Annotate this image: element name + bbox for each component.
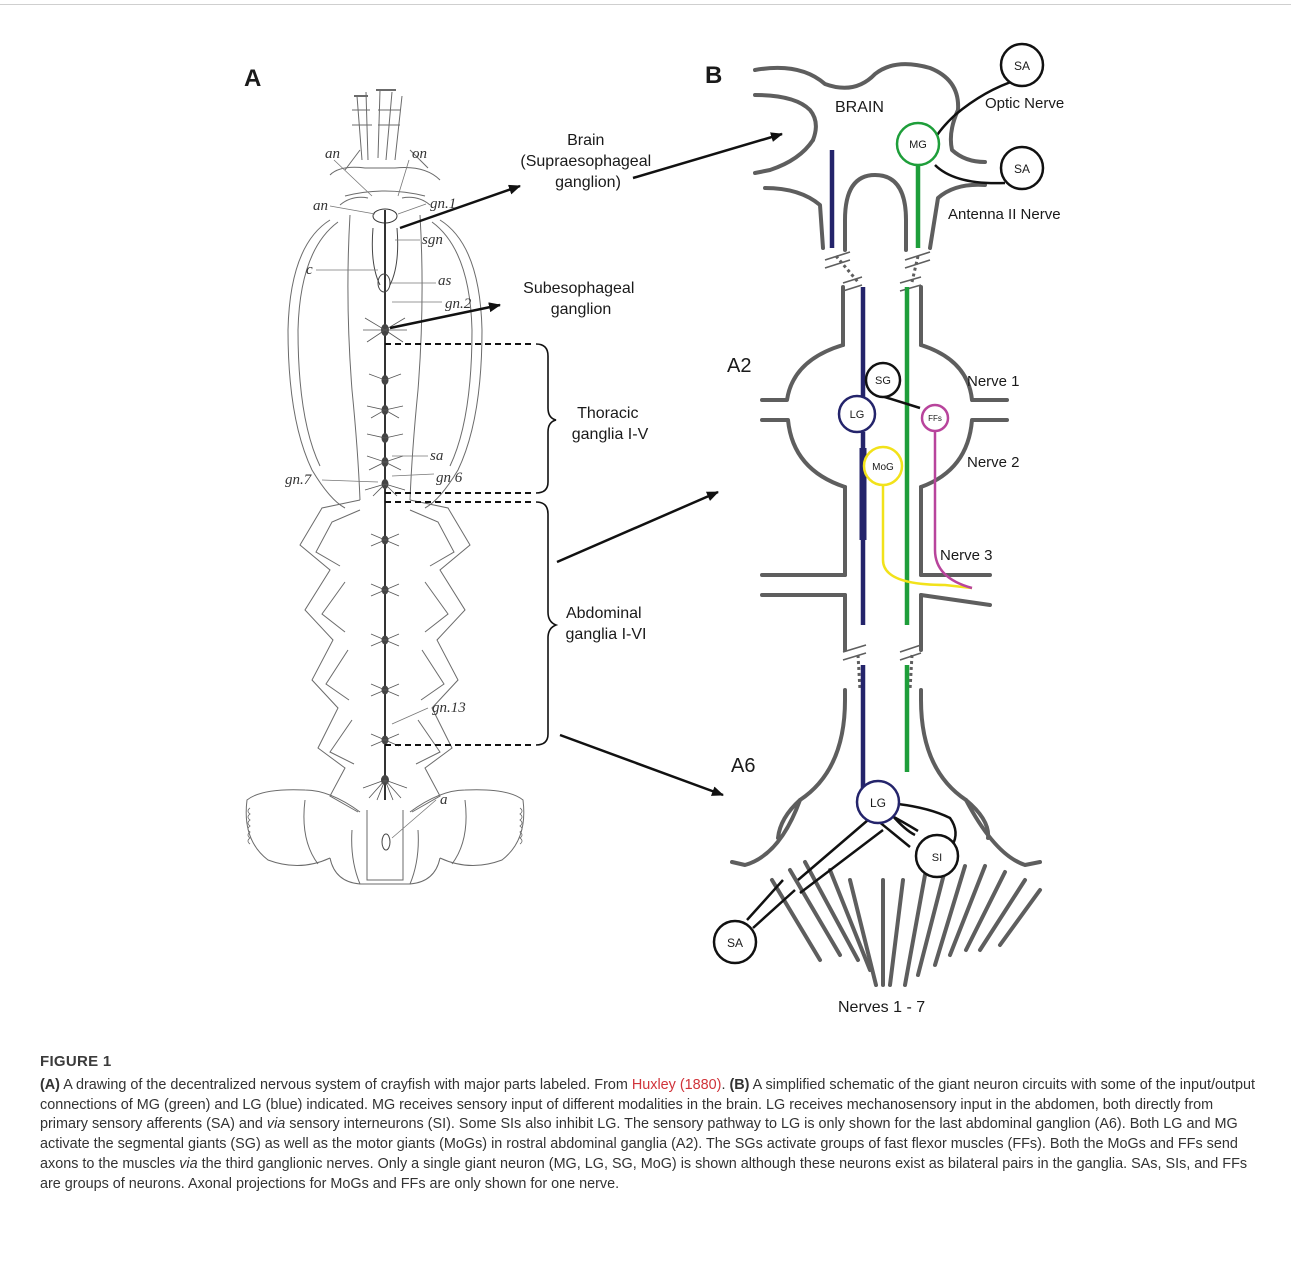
label-optic-nerve: Optic Nerve xyxy=(985,95,1064,112)
caption-b-text-3: the third ganglionic nerves. Only a sing… xyxy=(40,1156,1247,1192)
label-brain: BRAIN xyxy=(835,99,884,116)
hand-label-gn7: gn.7 xyxy=(285,472,313,488)
panel-b-letter: B xyxy=(705,62,722,89)
hand-label-a: a xyxy=(440,792,448,808)
callout-abdominal-line-1: Abdominal xyxy=(566,605,642,622)
neuron-label-mog: MoG xyxy=(872,462,894,473)
neuron-label-sa-bottom: SA xyxy=(727,936,743,950)
neuron-label-mg: MG xyxy=(909,139,927,151)
hand-label-sgn: sgn xyxy=(422,232,443,248)
callout-thoracic-line-1: Thoracic xyxy=(577,405,638,422)
callout-thoracic: Thoracic ganglia I-V xyxy=(572,405,649,443)
hand-label-gn2: gn.2 xyxy=(445,296,472,312)
neuron-label-ffs: FFs xyxy=(928,414,942,423)
callout-brain-line-3: ganglion) xyxy=(555,174,621,191)
neuron-label-sa-top: SA xyxy=(1014,59,1030,73)
caption-via-2: via xyxy=(179,1156,197,1172)
neuron-label-lg-a2: LG xyxy=(850,409,865,421)
figure-caption: FIGURE 1 (A) A drawing of the decentrali… xyxy=(40,1052,1255,1195)
label-nerve-2: Nerve 2 xyxy=(967,454,1020,471)
callout-subesophageal-line-2: ganglion xyxy=(551,301,612,318)
label-a6: A6 xyxy=(731,755,755,777)
label-nerve-1: Nerve 1 xyxy=(967,373,1020,390)
panel-a-letter: A xyxy=(244,65,261,92)
neuron-label-lg-a6: LG xyxy=(870,796,886,810)
hand-label-gn6: gn 6 xyxy=(436,470,463,486)
region-dashes xyxy=(385,344,532,745)
label-a2: A2 xyxy=(727,355,751,377)
hand-label-sa: sa xyxy=(430,448,443,464)
neuron-label-sg: SG xyxy=(875,375,891,387)
neuron-label-sa-mid: SA xyxy=(1014,162,1030,176)
callout-brain-line-1: Brain xyxy=(567,132,604,149)
caption-text: (A) A drawing of the decentralized nervo… xyxy=(40,1076,1255,1195)
neuron-label-si: SI xyxy=(932,852,942,864)
caption-a-tag: (A) xyxy=(40,1077,60,1093)
caption-via-1: via xyxy=(267,1116,285,1132)
nerve-outline xyxy=(732,64,1040,985)
caption-a-text: A drawing of the decentralized nervous s… xyxy=(60,1077,632,1093)
hand-label-c: c xyxy=(306,262,313,278)
callout-subesophageal: Subesophageal ganglion xyxy=(523,280,639,318)
callout-subesophageal-line-1: Subesophageal xyxy=(523,280,634,297)
caption-reference-link[interactable]: Huxley (1880) xyxy=(632,1077,722,1093)
label-nerves-1-7: Nerves 1 - 7 xyxy=(838,999,925,1016)
neurons xyxy=(714,44,1043,963)
callout-thoracic-line-2: ganglia I-V xyxy=(572,426,649,443)
callout-abdominal-line-2: ganglia I-VI xyxy=(566,626,647,643)
label-nerve-3: Nerve 3 xyxy=(940,547,993,564)
caption-b-tag: (B) xyxy=(729,1077,749,1093)
callout-abdominal: Abdominal ganglia I-VI xyxy=(566,605,647,643)
hand-label-as: as xyxy=(438,273,452,289)
label-antenna-nerve: Antenna II Nerve xyxy=(948,206,1061,223)
callout-brain: Brain (Supraesophageal ganglion) xyxy=(520,132,655,191)
hand-label-an-upper: an xyxy=(325,146,340,162)
figure-label: FIGURE 1 xyxy=(40,1052,1255,1072)
callout-arrows xyxy=(390,134,782,795)
region-braces xyxy=(536,344,556,745)
hand-label-an: an xyxy=(313,198,328,214)
callout-brain-line-2: (Supraesophageal xyxy=(520,153,651,170)
hand-label-gn13: gn.13 xyxy=(432,700,466,716)
figure-1-illustration: A xyxy=(0,0,1291,1045)
hand-label-on: on xyxy=(412,146,427,162)
